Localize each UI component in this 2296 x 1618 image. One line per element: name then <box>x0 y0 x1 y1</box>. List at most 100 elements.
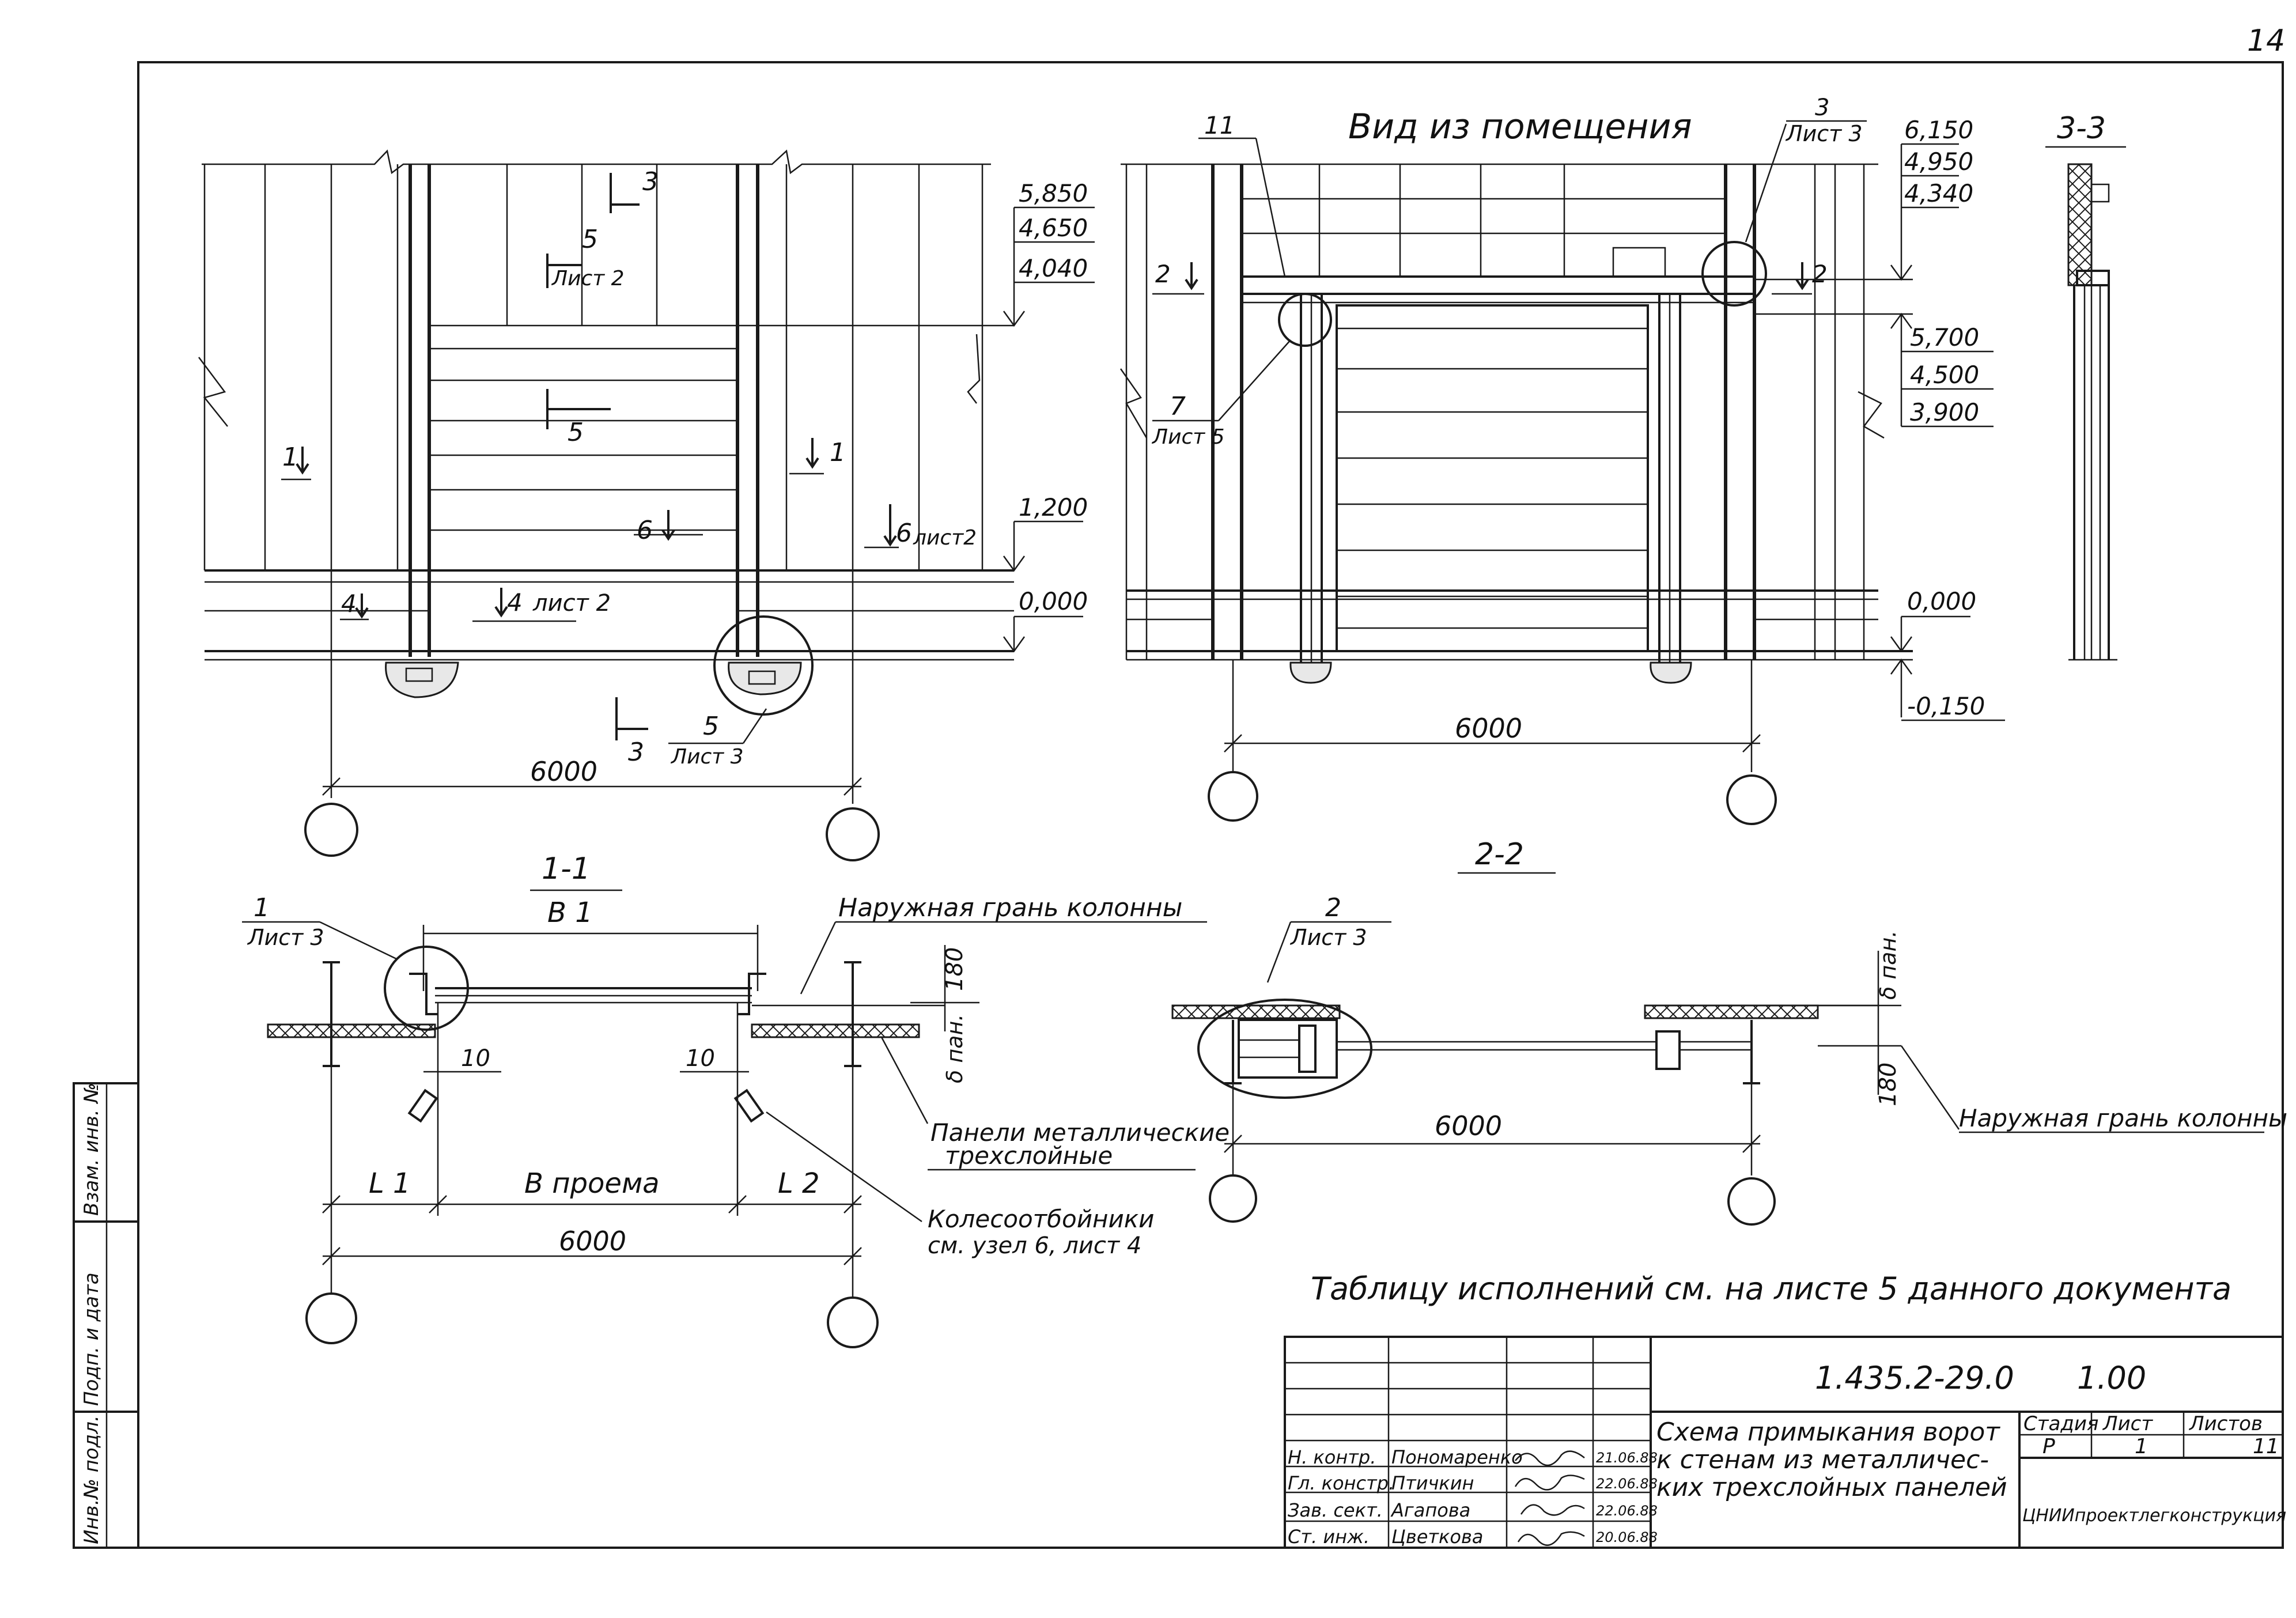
organization: ЦНИИпроектлегконструкция <box>2022 1506 2286 1526</box>
section-label: 5 <box>582 225 598 254</box>
dim-pan: δ пан. <box>942 1014 967 1083</box>
callout-sheet: Лист 5 <box>1151 425 1225 449</box>
signature <box>1514 1475 1585 1491</box>
elev-mark: 4,500 <box>1910 361 1979 389</box>
person-name: Агапова <box>1390 1499 1470 1521</box>
section-label: 5 <box>568 418 584 447</box>
sheets-value: 11 <box>2253 1435 2279 1458</box>
dim-180: 180 <box>1875 1063 1901 1106</box>
drawing-title: к стенам из металличес- <box>1656 1445 1989 1475</box>
section-label: 5 <box>703 712 719 741</box>
elevation-inside: Вид из помещения <box>1119 94 2005 825</box>
section-label: 2 <box>1155 260 1171 288</box>
section-label: 6 <box>896 519 912 548</box>
dim-6000-elev1: 6000 <box>530 756 597 787</box>
stamp-replaced-inv: Взам. инв. № <box>80 1083 103 1216</box>
signature <box>1515 1450 1585 1466</box>
sheet-value: 1 <box>2135 1435 2148 1458</box>
section-2-2: 2-2 2 Лист 3 δ пан. 180 Наружная грань к… <box>1171 837 2287 1226</box>
callout-number: 3 <box>1815 94 1829 121</box>
outer-face-label-22: Наружная грань колонны <box>1959 1104 2287 1132</box>
table-note: Таблицу исполнений см. на листе 5 данног… <box>1311 1271 2231 1307</box>
stage-header: Стадия <box>2023 1412 2098 1435</box>
dim-l2: L 2 <box>778 1167 820 1200</box>
sheets-header: Листов <box>2188 1412 2263 1435</box>
elev-mark: -0,150 <box>1907 692 1985 720</box>
doc-issue: 1.00 <box>2077 1360 2146 1396</box>
panels-label: трехслойные <box>945 1141 1113 1170</box>
stamp-signature-date: Подп. и дата <box>80 1272 103 1406</box>
elev-mark: 5,850 <box>1019 179 1088 207</box>
outer-face-label: Наружная грань колонны <box>838 893 1182 923</box>
elev-mark: 4,040 <box>1019 254 1088 282</box>
section-sheet: лист 2 <box>532 590 611 617</box>
drawing-title: ких трехслойных панелей <box>1656 1473 2007 1502</box>
drawing-title: Схема примыкания ворот <box>1656 1417 2000 1447</box>
callout-sheet: Лист 3 <box>1289 925 1367 950</box>
signature <box>1517 1531 1585 1546</box>
signature <box>1520 1504 1585 1516</box>
section-3-3: 3-3 <box>2045 111 2126 661</box>
elevation-outside: 6000 5,850 4,650 4,040 1,200 0,000 3 5 Л… <box>198 149 1095 861</box>
dim-l1: L 1 <box>369 1167 411 1200</box>
section-label: 3 <box>642 167 659 196</box>
dim-10: 10 <box>686 1045 715 1072</box>
elev-mark: 4,650 <box>1019 214 1088 242</box>
role: Ст. инж. <box>1288 1526 1370 1548</box>
section-label: 4 <box>341 589 357 618</box>
elev-mark: 6,150 <box>1904 116 1973 144</box>
section-1-1: 1-1 B 1 1 Лист 3 Наружная грань колонны <box>242 852 1230 1348</box>
sign-date: 22.06.88 <box>1596 1476 1658 1492</box>
sheet-header: Лист <box>2102 1412 2153 1435</box>
side-stamp: Инв.№ подл. Подп. и дата Взам. инв. № <box>73 1082 139 1549</box>
callout-sheet: Лист 3 <box>247 925 324 950</box>
person-name: Птичкин <box>1391 1472 1474 1494</box>
stamp-inv-original: Инв.№ подл. <box>80 1415 103 1544</box>
inside-view-title: Вид из помещения <box>1348 107 1692 147</box>
dim-opening: B проема <box>524 1167 660 1200</box>
b1-label: B 1 <box>547 897 593 929</box>
elev-mark: 4,950 <box>1904 148 1973 176</box>
dim-pan: δ пан. <box>1875 931 1901 1000</box>
sheet-frame: 14 <box>137 24 2285 1549</box>
section-sheet: лист2 <box>913 526 977 550</box>
bumpers-label: Колесоотбойники <box>928 1205 1154 1233</box>
title-block: 1.435.2-29.0 1.00 Стадия Лист Листов Р 1… <box>1284 1336 2286 1549</box>
section-1-1-title: 1-1 <box>542 852 591 886</box>
elev-mark: 0,000 <box>1019 587 1088 615</box>
section-label: 4 <box>507 588 523 617</box>
bumpers-label: см. узел 6, лист 4 <box>928 1233 1141 1259</box>
dim-180: 180 <box>941 947 968 991</box>
doc-code: 1.435.2-29.0 <box>1815 1360 2014 1396</box>
dim-10: 10 <box>461 1045 490 1072</box>
elev-mark: 5,700 <box>1910 323 1979 351</box>
section-label: 1 <box>830 438 846 467</box>
elev-mark: 3,900 <box>1910 398 1979 426</box>
panels-label: Панели металлические <box>930 1118 1230 1147</box>
item-label: 11 <box>1204 111 1235 139</box>
section-sheet: Лист 3 <box>670 745 744 769</box>
section-label: 2 <box>1812 260 1828 288</box>
sign-date: 22.06.88 <box>1596 1503 1658 1519</box>
section-label: 6 <box>637 516 653 545</box>
dim-6000-s11: 6000 <box>559 1226 626 1257</box>
section-sheet: Лист 2 <box>551 267 625 290</box>
section-label: 1 <box>282 443 298 472</box>
person-name: Цветкова <box>1391 1526 1483 1548</box>
sign-date: 20.06.88 <box>1596 1529 1658 1545</box>
role: Гл. констр. <box>1288 1472 1394 1494</box>
elev-mark: 1,200 <box>1019 493 1088 521</box>
elev-mark: 4,340 <box>1904 179 1973 207</box>
sign-date: 21.06.88 <box>1596 1450 1658 1466</box>
callout-sheet: Лист 3 <box>1785 121 1863 146</box>
callout-number: 2 <box>1325 893 1341 923</box>
dim-6000-elev2: 6000 <box>1455 713 1522 744</box>
role: Н. контр. <box>1288 1446 1376 1468</box>
section-3-3-title: 3-3 <box>2057 111 2106 146</box>
dim-6000-s22: 6000 <box>1435 1110 1502 1141</box>
person-name: Пономаренко <box>1391 1446 1523 1468</box>
stage-value: Р <box>2042 1435 2055 1458</box>
elev-mark: 0,000 <box>1907 587 1976 615</box>
callout-number: 1 <box>254 893 270 923</box>
page-number: 14 <box>2247 24 2285 58</box>
